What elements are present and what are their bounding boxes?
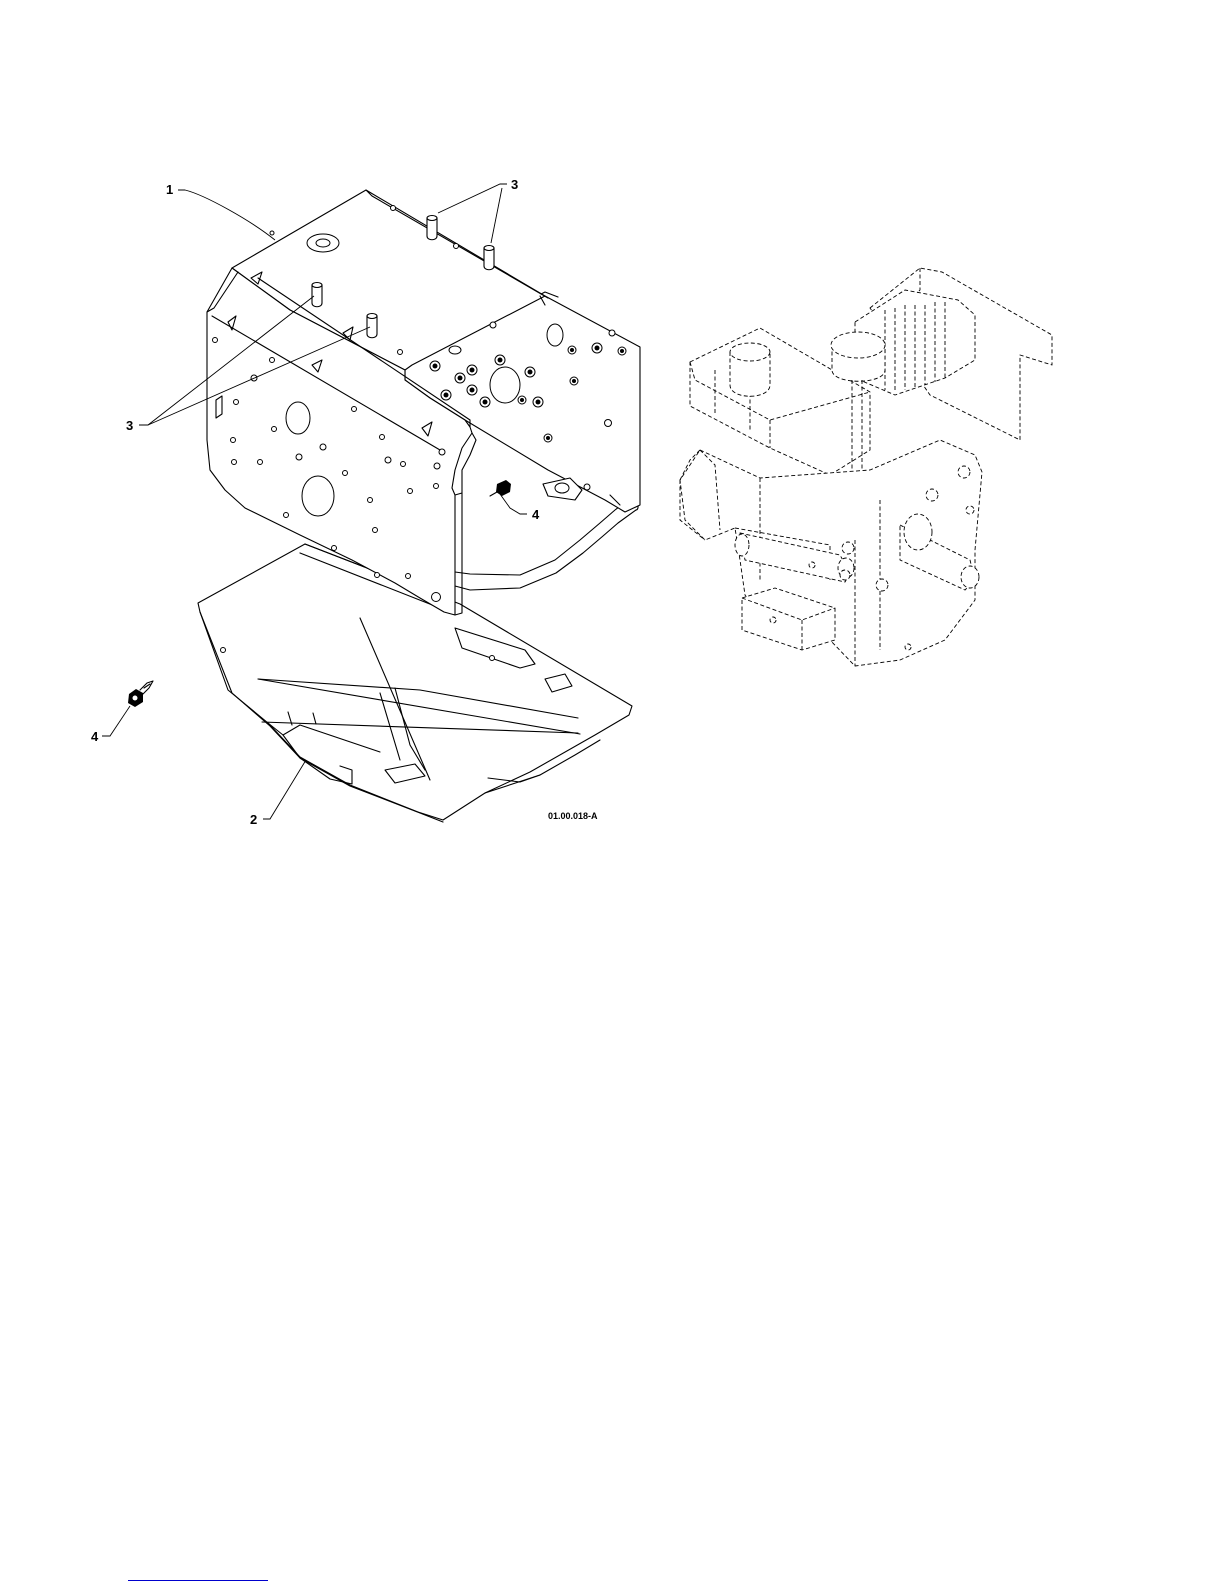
screw-part	[490, 480, 511, 496]
callout-1: 1	[166, 182, 173, 197]
loose-screw-part	[128, 681, 153, 707]
callout-4-loose: 4	[91, 729, 99, 744]
footer-link-underline	[128, 1580, 268, 1581]
callout-3-top: 3	[511, 177, 518, 192]
drawing-id: 01.00.018-A	[548, 811, 598, 821]
phantom-engine-outline	[680, 268, 1052, 666]
callout-4-frame: 4	[532, 507, 540, 522]
main-frame-part	[207, 190, 640, 615]
callout-2: 2	[250, 812, 257, 827]
callout-3-left: 3	[126, 418, 133, 433]
